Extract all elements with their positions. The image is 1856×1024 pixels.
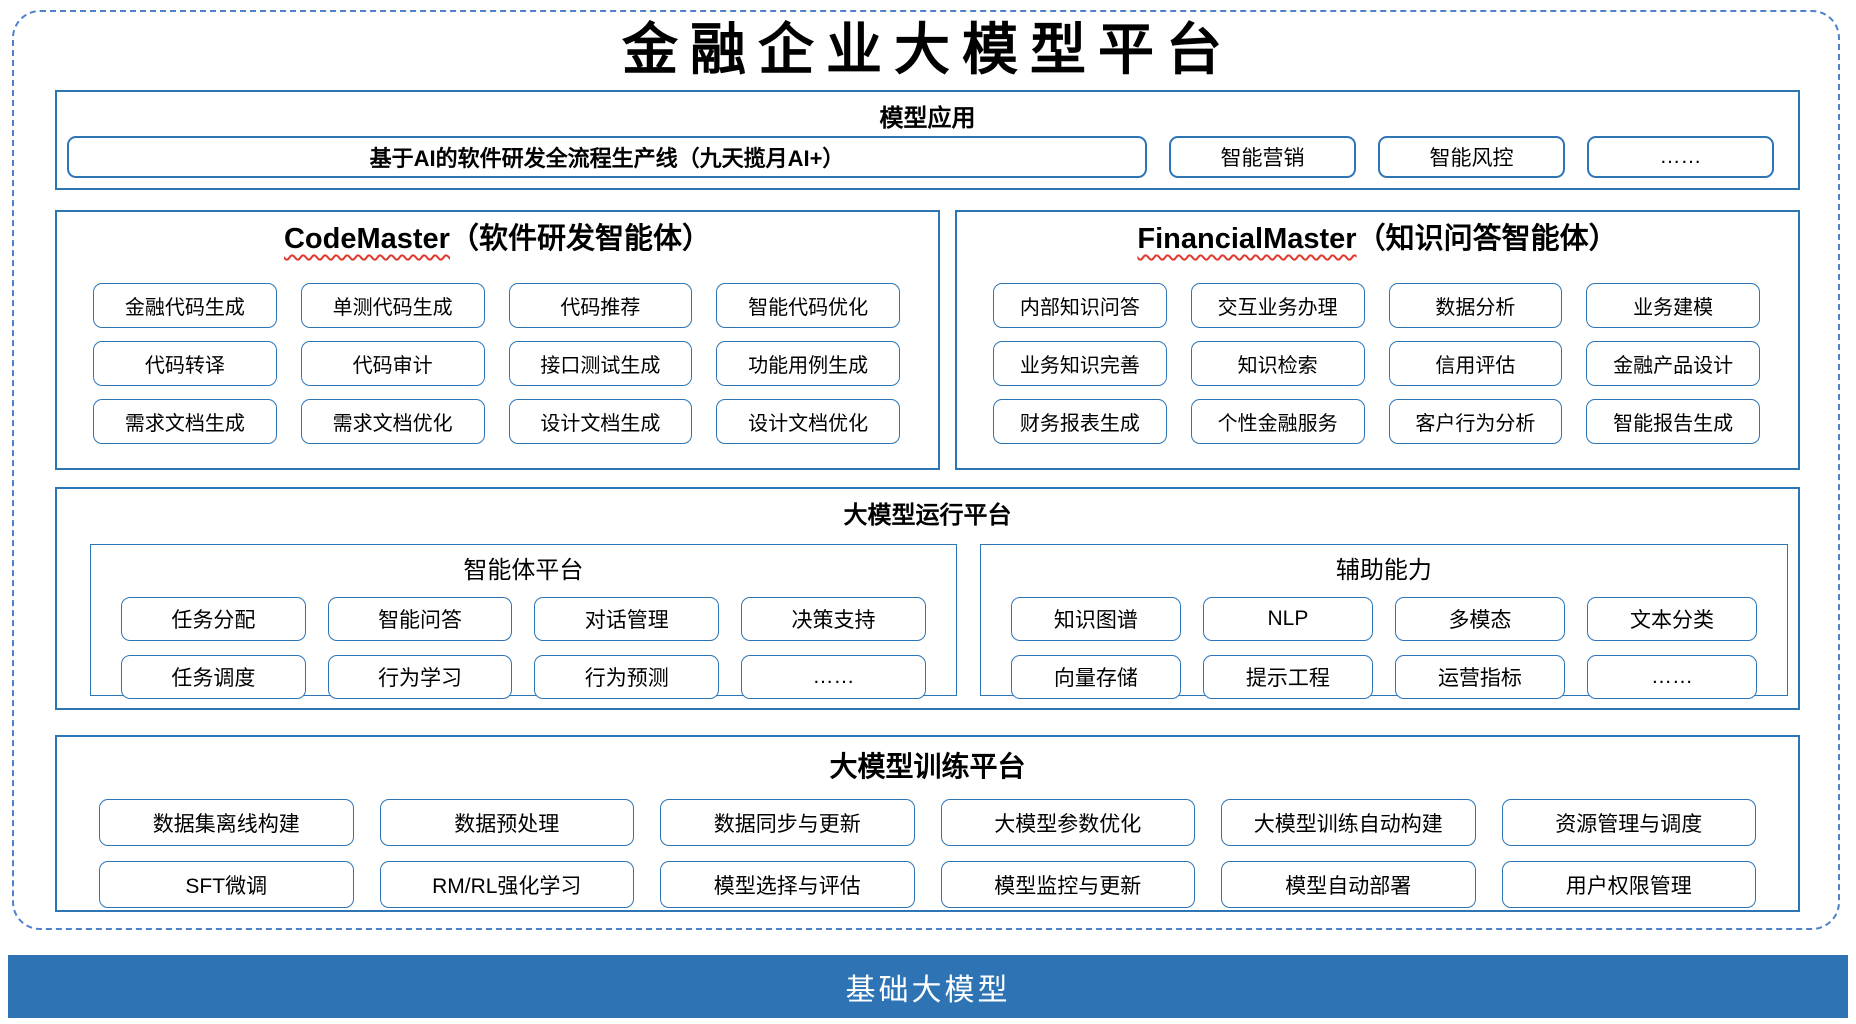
financialmaster-item-2: 数据分析 bbox=[1388, 282, 1563, 328]
base-model-bar: 基础大模型 bbox=[8, 955, 1848, 1018]
training-item-7: RM/RL强化学习 bbox=[379, 861, 634, 908]
model-application-row: 基于AI的软件研发全流程生产线（九天揽月AI+） 智能营销 智能风控 …… bbox=[67, 136, 1774, 178]
auxiliary-item-1: NLP bbox=[1202, 597, 1373, 641]
financialmaster-section: FinancialMaster（知识问答智能体） 内部知识问答 交互业务办理 数… bbox=[955, 210, 1800, 470]
codemaster-header: CodeMaster（软件研发智能体） bbox=[57, 212, 938, 257]
training-platform-grid: 数据集离线构建 数据预处理 数据同步与更新 大模型参数优化 大模型训练自动构建 … bbox=[57, 785, 1798, 908]
codemaster-item-1: 单测代码生成 bbox=[300, 282, 485, 328]
auxiliary-item-0: 知识图谱 bbox=[1010, 597, 1181, 641]
app-box-smart-marketing: 智能营销 bbox=[1169, 136, 1356, 178]
financialmaster-item-7: 金融产品设计 bbox=[1586, 340, 1760, 386]
agent-platform-item-4: 任务调度 bbox=[121, 655, 306, 699]
runtime-platform-section: 大模型运行平台 智能体平台 任务分配 智能问答 对话管理 决策支持 任务调度 行… bbox=[55, 487, 1800, 710]
financialmaster-item-3: 业务建模 bbox=[1586, 282, 1760, 328]
agent-platform-item-7: …… bbox=[741, 655, 926, 699]
training-platform-header: 大模型训练平台 bbox=[829, 751, 1026, 782]
runtime-platform-body: 智能体平台 任务分配 智能问答 对话管理 决策支持 任务调度 行为学习 行为预测… bbox=[90, 544, 1788, 699]
training-item-10: 模型自动部署 bbox=[1221, 861, 1476, 908]
training-item-5: 资源管理与调度 bbox=[1501, 799, 1756, 846]
financialmaster-item-11: 智能报告生成 bbox=[1586, 398, 1760, 444]
codemaster-item-9: 需求文档优化 bbox=[300, 398, 485, 444]
codemaster-item-10: 设计文档生成 bbox=[508, 398, 693, 444]
auxiliary-capability-title: 辅助能力 bbox=[1335, 557, 1432, 584]
codemaster-grid: 金融代码生成 单测代码生成 代码推荐 智能代码优化 代码转译 代码审计 接口测试… bbox=[57, 257, 938, 444]
app-box-smart-risk-control: 智能风控 bbox=[1378, 136, 1565, 178]
outer-dashed-frame bbox=[12, 10, 1840, 930]
codemaster-item-4: 代码转译 bbox=[93, 340, 277, 386]
auxiliary-capability-grid: 知识图谱 NLP 多模态 文本分类 向量存储 提示工程 运营指标 …… bbox=[981, 585, 1787, 699]
codemaster-item-8: 需求文档生成 bbox=[93, 398, 277, 444]
financialmaster-item-5: 知识检索 bbox=[1190, 340, 1365, 386]
agent-platform-item-5: 行为学习 bbox=[327, 655, 513, 699]
codemaster-item-6: 接口测试生成 bbox=[508, 340, 693, 386]
base-model-label: 基础大模型 bbox=[845, 973, 1011, 1007]
agent-platform-item-2: 对话管理 bbox=[534, 597, 720, 641]
financialmaster-item-9: 个性金融服务 bbox=[1190, 398, 1365, 444]
auxiliary-item-5: 提示工程 bbox=[1202, 655, 1373, 699]
auxiliary-item-2: 多模态 bbox=[1394, 597, 1565, 641]
training-item-11: 用户权限管理 bbox=[1501, 861, 1756, 908]
auxiliary-capability-box: 辅助能力 知识图谱 NLP 多模态 文本分类 向量存储 提示工程 运营指标 …… bbox=[979, 544, 1788, 699]
financialmaster-item-8: 财务报表生成 bbox=[993, 398, 1167, 444]
financialmaster-name: FinancialMaster bbox=[1137, 223, 1357, 255]
financialmaster-item-6: 信用评估 bbox=[1388, 340, 1563, 386]
training-item-9: 模型监控与更新 bbox=[940, 861, 1195, 908]
agent-platform-grid: 任务分配 智能问答 对话管理 决策支持 任务调度 行为学习 行为预测 …… bbox=[91, 585, 956, 699]
financialmaster-item-10: 客户行为分析 bbox=[1388, 398, 1563, 444]
codemaster-item-11: 设计文档优化 bbox=[716, 398, 900, 444]
diagram-title: 金融企业大模型平台 bbox=[622, 17, 1234, 83]
agent-platform-item-0: 任务分配 bbox=[121, 597, 306, 641]
codemaster-subtitle: （软件研发智能体） bbox=[449, 223, 711, 255]
model-application-section: 模型应用 基于AI的软件研发全流程生产线（九天揽月AI+） 智能营销 智能风控 … bbox=[55, 90, 1800, 190]
auxiliary-item-4: 向量存储 bbox=[1010, 655, 1181, 699]
codemaster-item-5: 代码审计 bbox=[300, 340, 485, 386]
model-application-header: 模型应用 bbox=[879, 105, 976, 132]
auxiliary-item-3: 文本分类 bbox=[1586, 597, 1757, 641]
codemaster-item-3: 智能代码优化 bbox=[716, 282, 900, 328]
auxiliary-item-7: …… bbox=[1586, 655, 1757, 699]
financialmaster-subtitle: （知识问答智能体） bbox=[1356, 223, 1618, 255]
financialmaster-item-1: 交互业务办理 bbox=[1190, 282, 1365, 328]
agent-platform-title: 智能体平台 bbox=[463, 557, 584, 584]
agent-platform-item-1: 智能问答 bbox=[327, 597, 513, 641]
training-item-4: 大模型训练自动构建 bbox=[1221, 799, 1476, 846]
codemaster-item-2: 代码推荐 bbox=[508, 282, 693, 328]
training-item-6: SFT微调 bbox=[99, 861, 354, 908]
training-item-1: 数据预处理 bbox=[379, 799, 634, 846]
auxiliary-item-6: 运营指标 bbox=[1394, 655, 1565, 699]
financialmaster-item-4: 业务知识完善 bbox=[993, 340, 1167, 386]
agent-platform-box: 智能体平台 任务分配 智能问答 对话管理 决策支持 任务调度 行为学习 行为预测… bbox=[90, 544, 957, 699]
codemaster-item-0: 金融代码生成 bbox=[93, 282, 277, 328]
codemaster-section: CodeMaster（软件研发智能体） 金融代码生成 单测代码生成 代码推荐 智… bbox=[55, 210, 940, 470]
financialmaster-item-0: 内部知识问答 bbox=[993, 282, 1167, 328]
training-item-8: 模型选择与评估 bbox=[660, 861, 915, 908]
codemaster-item-7: 功能用例生成 bbox=[716, 340, 900, 386]
agent-platform-item-6: 行为预测 bbox=[534, 655, 720, 699]
financialmaster-header: FinancialMaster（知识问答智能体） bbox=[957, 212, 1798, 257]
training-item-3: 大模型参数优化 bbox=[940, 799, 1195, 846]
training-item-2: 数据同步与更新 bbox=[660, 799, 915, 846]
app-box-ellipsis: …… bbox=[1587, 136, 1774, 178]
agent-platform-item-3: 决策支持 bbox=[741, 597, 926, 641]
training-platform-section: 大模型训练平台 数据集离线构建 数据预处理 数据同步与更新 大模型参数优化 大模… bbox=[55, 735, 1800, 912]
ai-pipeline-box: 基于AI的软件研发全流程生产线（九天揽月AI+） bbox=[67, 136, 1147, 178]
training-item-0: 数据集离线构建 bbox=[99, 799, 354, 846]
financialmaster-grid: 内部知识问答 交互业务办理 数据分析 业务建模 业务知识完善 知识检索 信用评估… bbox=[957, 257, 1798, 444]
codemaster-name: CodeMaster bbox=[283, 223, 450, 255]
runtime-platform-header: 大模型运行平台 bbox=[843, 502, 1012, 529]
